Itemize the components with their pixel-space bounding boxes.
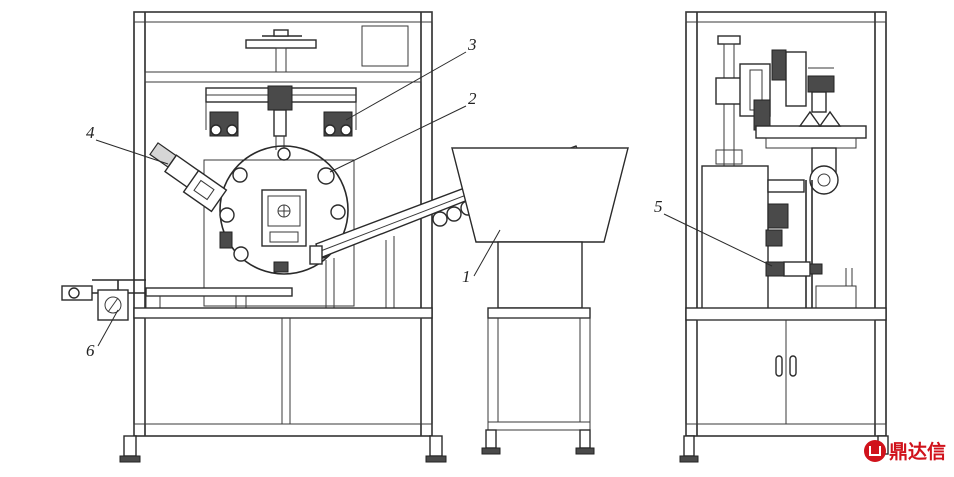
brand-logo-text: 鼎达信 bbox=[888, 441, 946, 463]
ding-logo-icon bbox=[863, 439, 886, 462]
horizontal-arm bbox=[755, 125, 867, 139]
callout-5: 5 bbox=[654, 197, 773, 267]
angled-cylinder-assembly bbox=[149, 142, 228, 213]
turntable-hub bbox=[261, 189, 307, 247]
feeder-column bbox=[497, 241, 583, 309]
callout-2: 2 bbox=[329, 89, 477, 173]
top-crossbar bbox=[144, 71, 422, 83]
callout-1: 1 bbox=[462, 229, 501, 286]
front-table-top bbox=[133, 307, 433, 319]
rotary-turntable bbox=[219, 145, 349, 275]
feeder-stand bbox=[487, 317, 591, 423]
side-housing bbox=[701, 165, 769, 311]
callout-5-label: 5 bbox=[654, 197, 663, 216]
lower-platform bbox=[145, 287, 293, 297]
cabinet-handle-right bbox=[789, 355, 797, 377]
vertical-column bbox=[723, 43, 735, 169]
vibratory-bowl-feeder bbox=[451, 147, 629, 455]
callout-1-label: 1 bbox=[462, 267, 471, 286]
cam-wheel bbox=[809, 165, 839, 195]
callout-6-label: 6 bbox=[86, 341, 95, 360]
control-panel bbox=[361, 25, 409, 67]
callout-3-label: 3 bbox=[467, 35, 477, 54]
callout-4: 4 bbox=[86, 123, 169, 165]
callout-2-label: 2 bbox=[468, 89, 477, 108]
feeder-hopper bbox=[451, 147, 629, 243]
side-table-top bbox=[685, 307, 887, 321]
callout-3: 3 bbox=[345, 35, 477, 121]
brand-logo: 鼎达信 bbox=[863, 437, 946, 464]
front-lower-cabinet bbox=[144, 317, 422, 425]
cabinet-handle-left bbox=[775, 355, 783, 377]
callout-4-label: 4 bbox=[86, 123, 95, 142]
callout-6: 6 bbox=[86, 309, 119, 360]
